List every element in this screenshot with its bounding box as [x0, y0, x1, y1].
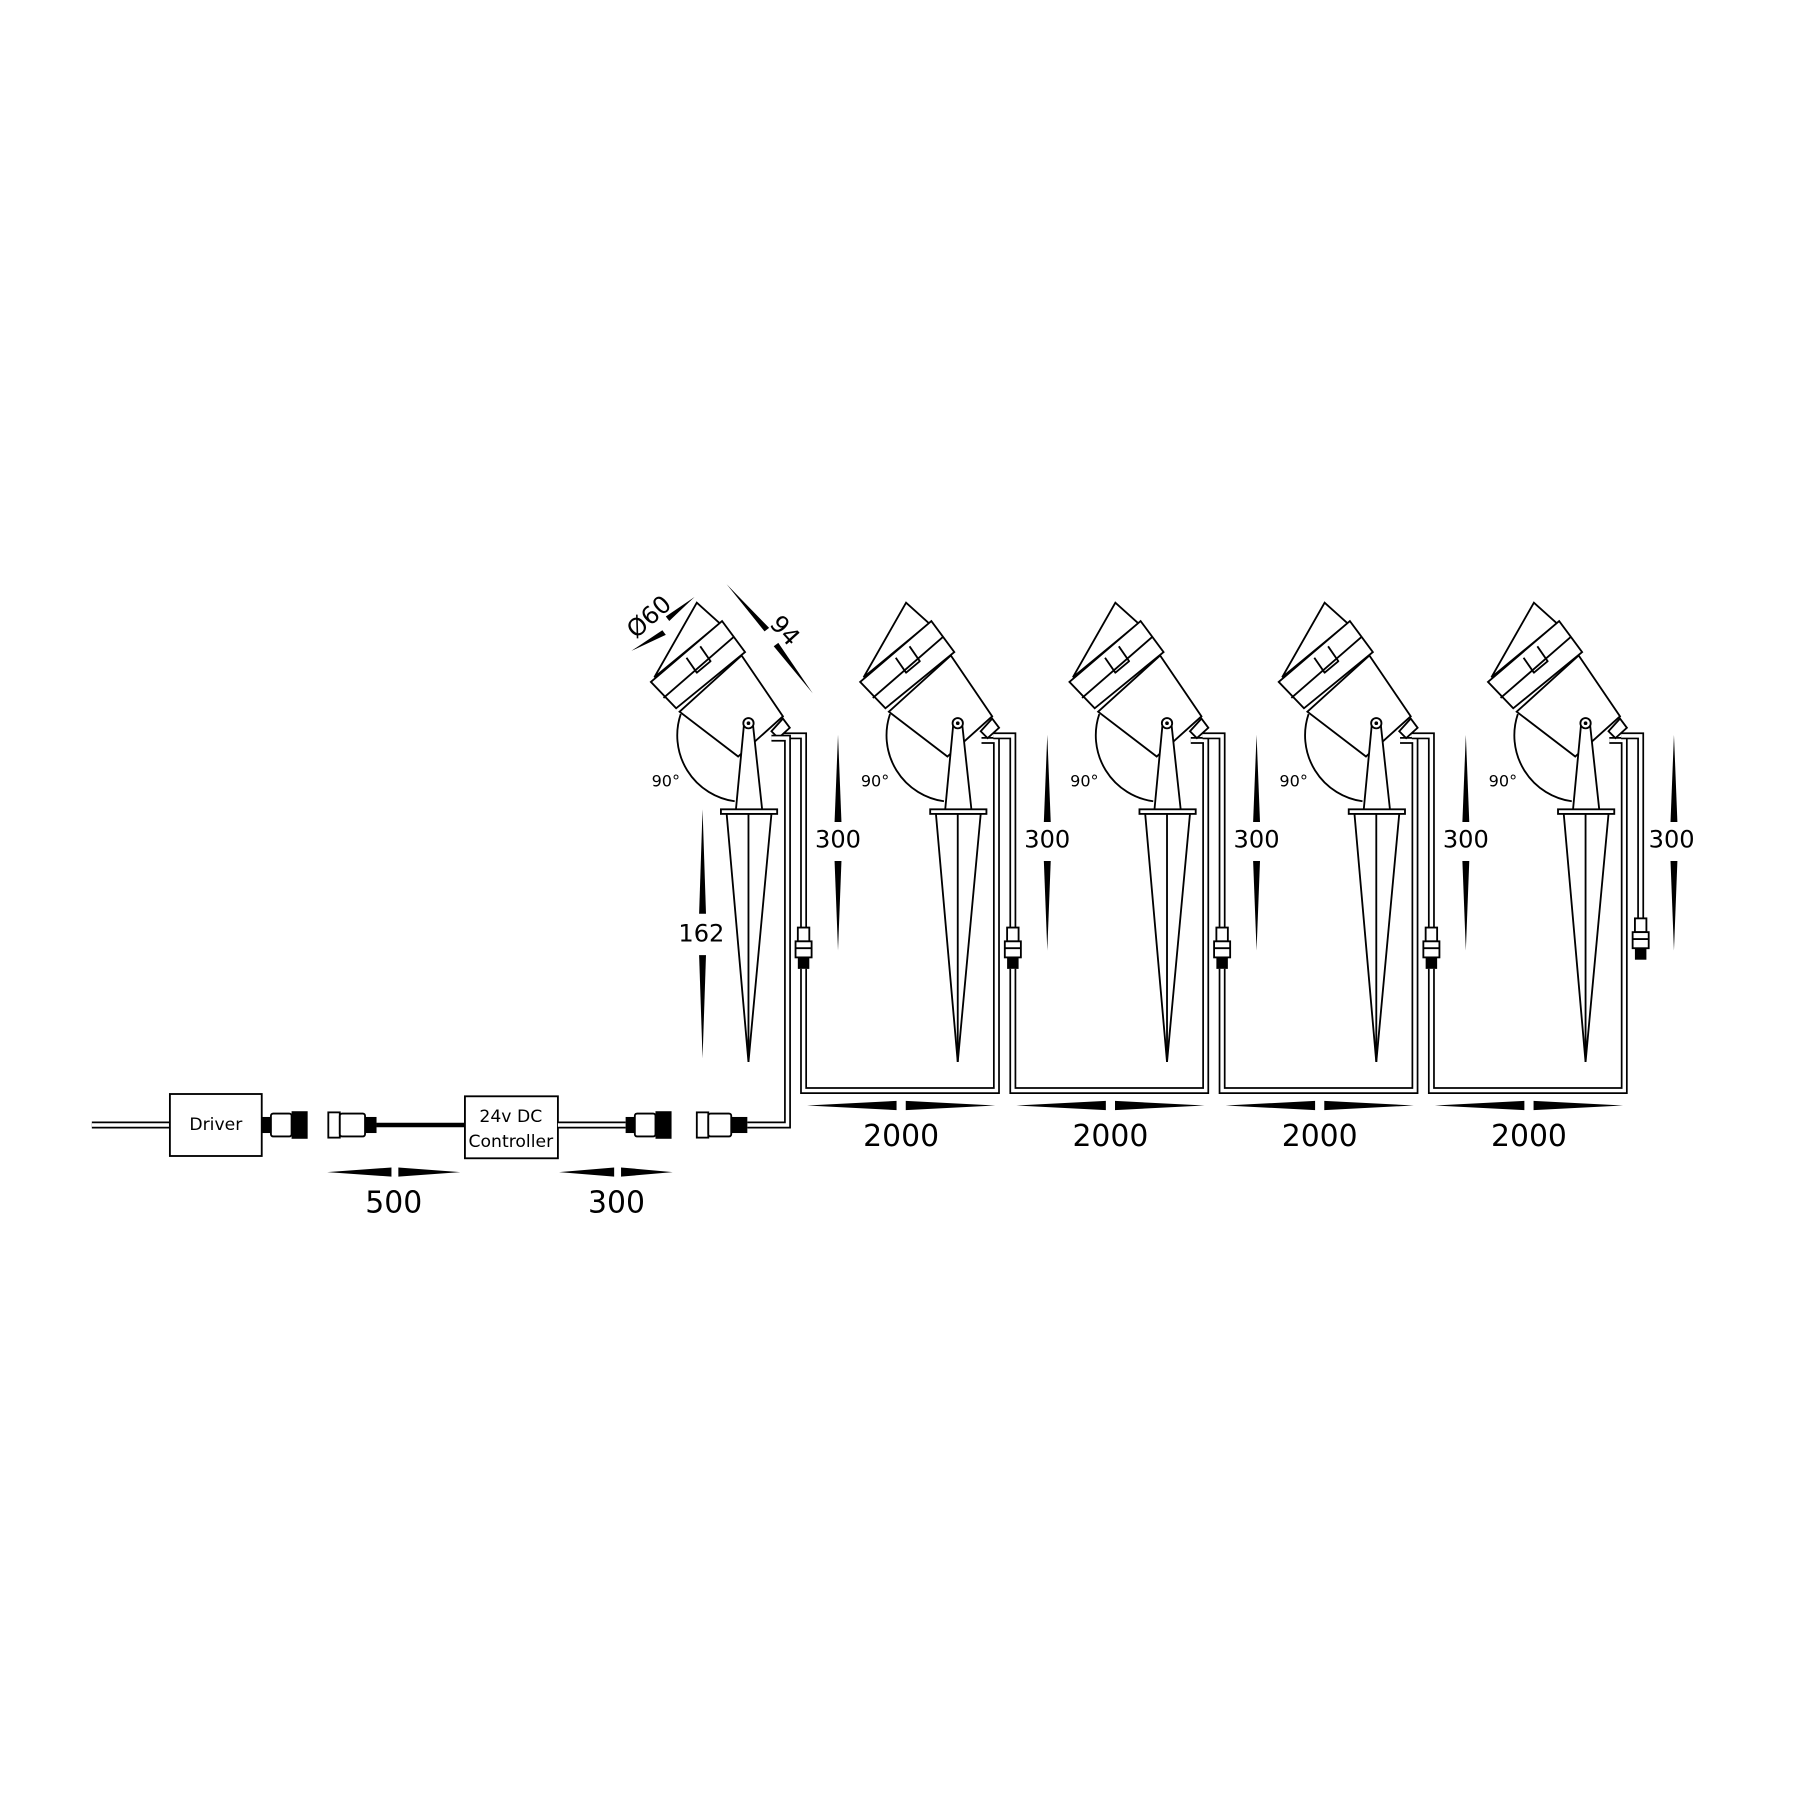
body: [887, 654, 994, 758]
spotlight-head: [1068, 601, 1210, 758]
body: [1096, 654, 1203, 758]
ground-stake: [929, 717, 988, 1062]
controller-input-connector: [327, 1111, 377, 1139]
output-connector: [794, 926, 813, 969]
controller-lead-label: 300: [588, 1186, 645, 1221]
lead-length-label: 300: [1443, 825, 1489, 853]
ground-stake: [1347, 717, 1406, 1062]
output-connector: [1631, 917, 1650, 960]
lead-length-label: 300: [1649, 825, 1695, 853]
tilt-angle-label: 90°: [1489, 771, 1517, 790]
spotlight: 90° 300: [1068, 601, 1419, 1095]
body: [1515, 654, 1622, 758]
tilt-angle-label: 90°: [1070, 771, 1098, 790]
tilt-angle-arc: [1304, 713, 1363, 803]
ground-stake: [720, 717, 779, 1062]
bezel: [1486, 619, 1584, 710]
end-cap: [1607, 717, 1629, 740]
spotlight-head: [1277, 601, 1419, 758]
end-cap: [979, 717, 1001, 740]
dimension-arrow-left: [1225, 1100, 1316, 1111]
bezel: [1277, 619, 1375, 710]
lamp-input-connector: [695, 1111, 748, 1139]
stake-height-dimension: 162: [678, 809, 724, 1059]
driver-connector: [261, 1111, 308, 1139]
lamp-output-cable: [993, 732, 1017, 928]
bezel: [858, 619, 956, 710]
spacing-dimension: 2000: [1225, 1100, 1414, 1154]
dimension-arrow-left: [807, 1100, 897, 1111]
lead-length-label: 300: [1024, 825, 1070, 853]
daisy-chain-cable: [1218, 736, 1419, 1095]
lead-length-dimension: 300: [815, 734, 861, 951]
output-connector: [1003, 926, 1022, 969]
stake-height-label: 162: [678, 919, 724, 947]
controller-output-connector: [625, 1111, 672, 1139]
body: [678, 654, 785, 758]
spacing-dimension: 2000: [1016, 1100, 1205, 1154]
spotlight: 90° 300: [858, 601, 1210, 1095]
dimension-arrow-right: [1324, 1100, 1414, 1111]
spacing-dimension: 2000: [807, 1100, 996, 1154]
bezel: [1068, 619, 1165, 710]
lamp-output-cable: [1621, 732, 1645, 919]
driver-label: Driver: [189, 1115, 243, 1135]
lead-length-label: 300: [815, 825, 861, 853]
dimension-arrow-left: [1434, 1100, 1525, 1111]
daisy-chain-cable: [800, 736, 1000, 1095]
lead-length-dimension: 300: [1443, 734, 1489, 951]
driver-lead-dimension: 500: [327, 1167, 461, 1221]
controller-box: 24v DC Controller: [464, 1095, 559, 1160]
bezel: [649, 619, 747, 710]
spacing-label: 2000: [1491, 1119, 1567, 1154]
lead-length-dimension: 300: [1234, 734, 1280, 951]
spotlight: 90° 300: [1277, 601, 1628, 1095]
lamp1-input-cable: [747, 734, 791, 1129]
lamp-output-cable: [1202, 732, 1226, 928]
tilt-angle-label: 90°: [861, 771, 889, 790]
daisy-chain-cable: [1427, 736, 1628, 1095]
spacing-label: 2000: [1282, 1119, 1358, 1154]
end-cap: [1397, 717, 1419, 740]
tilt-angle-label: 90°: [652, 771, 680, 790]
ground-stake: [1138, 717, 1197, 1062]
dimension-arrow-left: [1016, 1100, 1106, 1111]
length-label: 94: [764, 610, 805, 652]
lead-length-label: 300: [1234, 825, 1280, 853]
tilt-angle-arc: [1513, 713, 1572, 803]
body: [1305, 654, 1412, 758]
lamp-output-cable: [1411, 732, 1435, 928]
spotlight-head: [1486, 601, 1629, 758]
tilt-angle-arc: [676, 713, 735, 803]
spotlight-head: [649, 601, 792, 758]
spotlight-head: [858, 601, 1001, 758]
lead-length-dimension: 300: [1024, 734, 1070, 951]
tilt-angle-arc: [885, 713, 945, 803]
output-connector: [1213, 926, 1232, 969]
output-connector: [1422, 926, 1441, 969]
diameter-label: Ø60: [621, 590, 677, 644]
controller-label-line1: 24v DC: [479, 1107, 542, 1127]
tilt-angle-arc: [1094, 713, 1154, 803]
spacing-label: 2000: [863, 1119, 939, 1154]
dimension-arrow-right: [1533, 1100, 1624, 1111]
spotlight: 90° 300: [649, 601, 1000, 1095]
spotlight: 90° 300: [1486, 601, 1695, 1062]
dimension-arrow-right: [1115, 1100, 1205, 1111]
controller-label-line2: Controller: [469, 1132, 555, 1152]
lead-length-dimension: 300: [1649, 734, 1695, 951]
dimension-arrow-right: [905, 1100, 996, 1111]
driver-lead-label: 500: [365, 1186, 422, 1221]
end-cap: [1188, 717, 1210, 740]
spacing-dimension: 2000: [1434, 1100, 1624, 1154]
spacing-label: 2000: [1072, 1119, 1148, 1154]
driver-box: Driver: [168, 1093, 263, 1157]
controller-lead-dimension: 300: [559, 1167, 673, 1221]
ground-stake: [1557, 717, 1616, 1062]
daisy-chain-cable: [1009, 736, 1210, 1095]
tilt-angle-label: 90°: [1279, 771, 1307, 790]
